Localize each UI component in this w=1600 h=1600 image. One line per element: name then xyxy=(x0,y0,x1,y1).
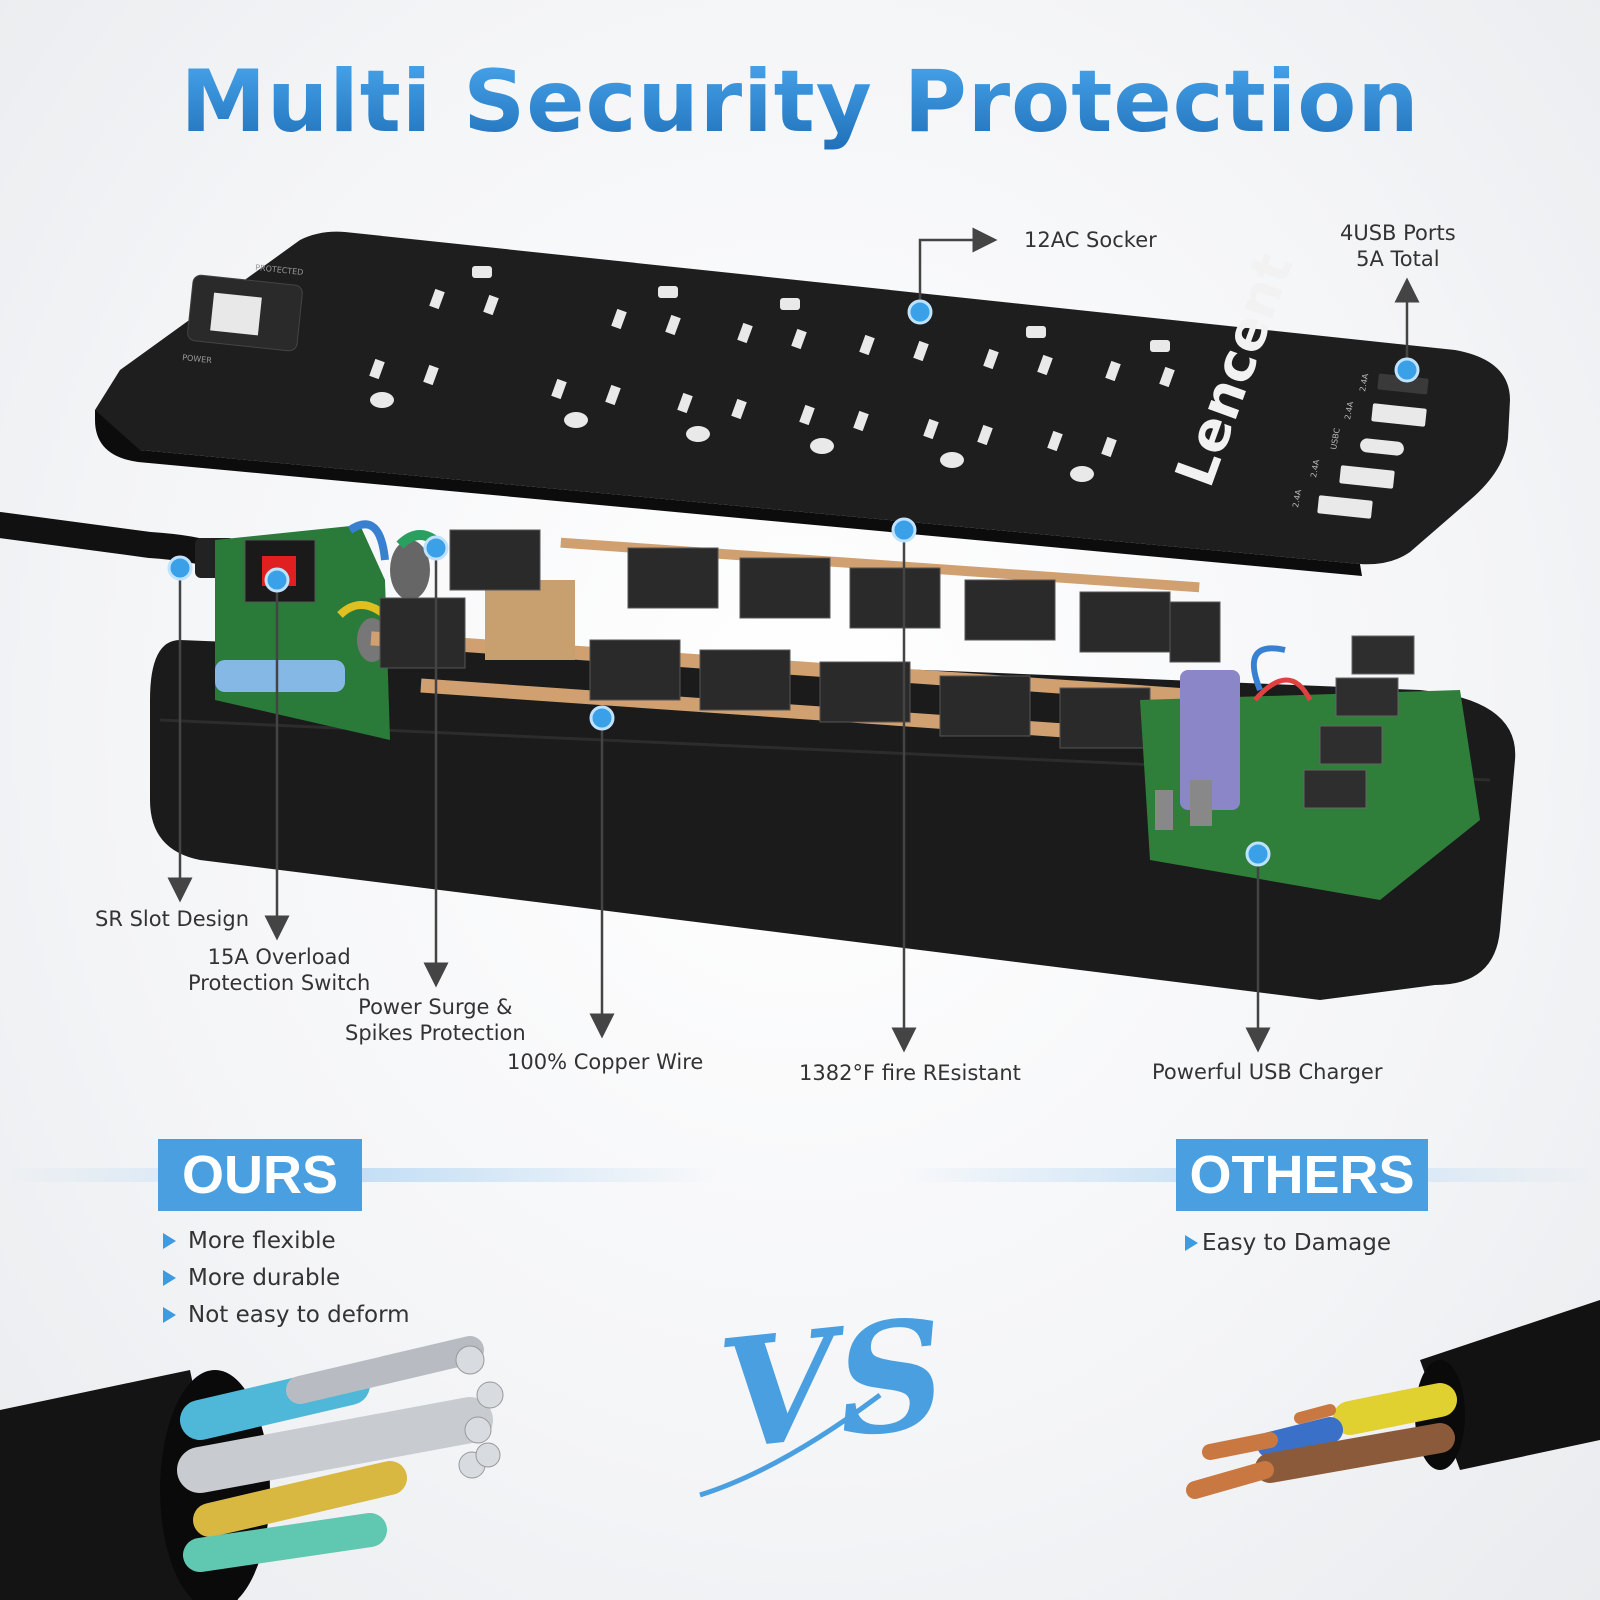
ours-list: More flexible More durable Not easy to d… xyxy=(163,1222,410,1333)
others-item: Easy to Damage xyxy=(1185,1224,1391,1261)
callout-overload-line1: 15A Overload xyxy=(207,945,351,969)
power-cord xyxy=(0,512,228,569)
callout-dots xyxy=(167,299,1420,867)
callout-surge-line1: Power Surge & xyxy=(358,995,513,1019)
bullet-triangle-icon xyxy=(1185,1234,1198,1251)
power-marking: POWER xyxy=(182,353,213,365)
callout-surge: Power Surge & Spikes Protection xyxy=(345,994,526,1046)
callout-usb-ports: 4USB Ports 5A Total xyxy=(1340,220,1456,272)
svg-text:VS: VS xyxy=(712,1285,954,1484)
callout-surge-line2: Spikes Protection xyxy=(345,1021,526,1045)
usb-port-marking: 2.4A xyxy=(1343,400,1355,420)
ours-badge: OURS xyxy=(158,1139,362,1211)
others-cable xyxy=(1186,1300,1600,1499)
power-strip-cover: PROTECTED POWER Lencent xyxy=(95,231,1510,576)
callout-usb-ports-line2: 5A Total xyxy=(1356,247,1440,271)
bullet-triangle-icon xyxy=(163,1306,176,1323)
callout-fire: 1382°F fire REsistant xyxy=(799,1061,1021,1085)
usb-port-marking: 2.4A xyxy=(1358,372,1370,392)
ours-item: More durable xyxy=(163,1259,410,1296)
ours-item: More flexible xyxy=(163,1222,410,1259)
callout-usb-ports-line1: 4USB Ports xyxy=(1340,221,1456,245)
page-title: Multi Security Protection xyxy=(0,52,1600,152)
callout-ac-socket: 12AC Socker xyxy=(1024,228,1157,252)
callout-copper: 100% Copper Wire xyxy=(507,1050,704,1074)
callout-leaders xyxy=(167,227,1420,1053)
callout-usb-charger: Powerful USB Charger xyxy=(1152,1060,1383,1084)
copper-busbar xyxy=(485,580,575,660)
ac-outlets xyxy=(369,266,1175,482)
usb-port-marking: USBC xyxy=(1329,427,1342,451)
ours-cable xyxy=(0,1336,504,1600)
bullet-triangle-icon xyxy=(163,1232,176,1249)
usb-port-marking: 2.4A xyxy=(1309,458,1321,478)
bullet-triangle-icon xyxy=(163,1269,176,1286)
callout-overload-line2: Protection Switch xyxy=(188,971,371,995)
others-list: Easy to Damage xyxy=(1185,1224,1391,1261)
others-badge: OTHERS xyxy=(1176,1139,1428,1211)
callout-overload: 15A Overload Protection Switch xyxy=(188,944,370,996)
usb-ports xyxy=(1317,373,1429,519)
ours-item: Not easy to deform xyxy=(163,1296,410,1333)
usb-port-marking: 2.4A xyxy=(1291,488,1303,508)
vs-mark: VS xyxy=(699,1285,954,1498)
power-strip-base xyxy=(150,520,1516,1000)
callout-sr-slot: SR Slot Design xyxy=(95,907,250,931)
